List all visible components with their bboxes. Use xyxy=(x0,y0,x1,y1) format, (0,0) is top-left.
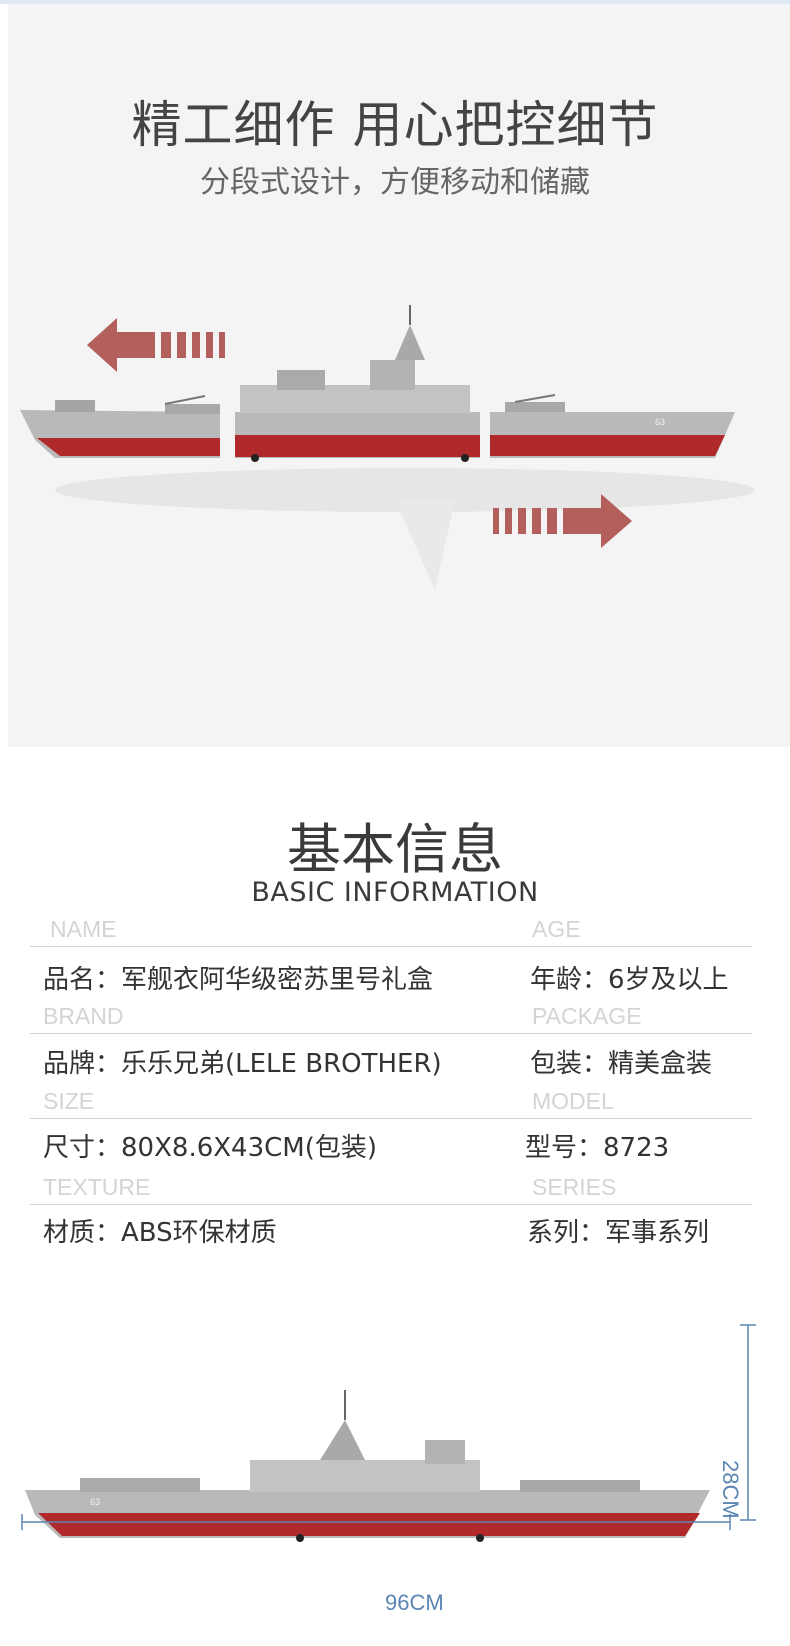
label-model: MODEL xyxy=(532,1088,614,1114)
value-size: 尺寸：80X8.6X43CM(包装) xyxy=(43,1133,378,1163)
info-subtitle: BASIC INFORMATION xyxy=(251,877,539,908)
label-size: SIZE xyxy=(43,1088,95,1114)
value-series: 系列：军事系列 xyxy=(527,1218,710,1248)
value-brand: 品牌：乐乐兄弟(LELE BROTHER) xyxy=(43,1049,442,1079)
value-texture: 材质：ABS环保材质 xyxy=(43,1218,277,1248)
segmented-ship-image: 63 xyxy=(20,305,755,590)
label-texture: TEXTURE xyxy=(43,1174,151,1200)
value-model: 型号：8723 xyxy=(525,1133,670,1163)
width-dimension-label: 96CM xyxy=(385,1590,444,1615)
top-accent-line xyxy=(0,0,790,4)
hull-number: 63 xyxy=(90,1497,100,1507)
arrow-right-icon xyxy=(493,494,632,548)
dimension-lines xyxy=(21,1324,756,1530)
arrow-left-icon xyxy=(87,318,225,372)
label-series: SERIES xyxy=(532,1174,617,1200)
hero-subtitle: 分段式设计，方便移动和储藏 xyxy=(200,165,590,200)
value-age: 年龄：6岁及以上 xyxy=(530,965,729,995)
label-brand: BRAND xyxy=(43,1003,124,1029)
divider xyxy=(30,946,752,947)
hero-title: 精工细作 用心把控细节 xyxy=(131,96,659,154)
label-package: PACKAGE xyxy=(532,1003,642,1029)
value-package: 包装：精美盒装 xyxy=(530,1049,713,1079)
label-age: AGE xyxy=(532,916,581,942)
value-name: 品名：军舰衣阿华级密苏里号礼盒 xyxy=(43,965,434,995)
ship-dimensions-image: 63 xyxy=(25,1390,710,1542)
height-dimension-label: 28CM xyxy=(718,1460,743,1519)
hull-number: 63 xyxy=(655,417,665,427)
divider xyxy=(30,1033,752,1034)
divider xyxy=(30,1118,752,1119)
info-title: 基本信息 xyxy=(287,818,503,881)
label-name: NAME xyxy=(50,916,117,942)
divider xyxy=(30,1204,752,1205)
